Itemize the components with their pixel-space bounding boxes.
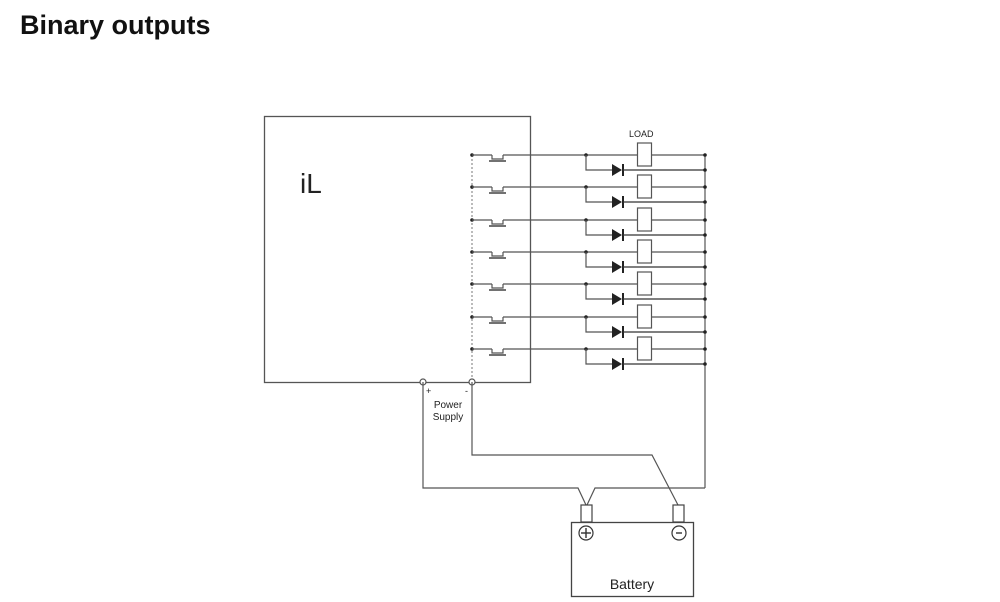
diode-wire bbox=[585, 155, 612, 171]
wire-plus-to-battery bbox=[422, 382, 587, 506]
rail-junction-dot bbox=[703, 330, 707, 334]
diode-wire bbox=[585, 317, 612, 333]
rail-junction-dot bbox=[703, 347, 707, 351]
diode-icon bbox=[612, 326, 622, 338]
il-device-box bbox=[263, 115, 532, 384]
output-transistor-icon bbox=[491, 252, 504, 257]
diode-icon bbox=[612, 261, 622, 273]
rail-junction-dot bbox=[703, 315, 707, 319]
diode-wire bbox=[585, 187, 612, 203]
rail-junction-dot bbox=[703, 297, 707, 301]
rail-junction-dot bbox=[703, 250, 707, 254]
wire-rail-to-battery-plus bbox=[586, 487, 705, 506]
load-icon bbox=[636, 304, 653, 329]
power-supply-label-line1: Power bbox=[434, 400, 463, 411]
power-plus-sign: + bbox=[426, 386, 431, 396]
battery-minus-icon bbox=[671, 525, 687, 541]
diode-wire bbox=[585, 220, 612, 236]
output-transistor-icon bbox=[491, 284, 504, 289]
output-transistor-icon bbox=[491, 317, 504, 322]
rail-junction-dot bbox=[703, 282, 707, 286]
diode-wire bbox=[585, 349, 612, 365]
diode-icon bbox=[612, 164, 622, 176]
rail-junction-dot bbox=[703, 200, 707, 204]
output-transistor-icon bbox=[491, 349, 504, 354]
battery-plus-post bbox=[580, 504, 593, 523]
rail-junction-dot bbox=[703, 185, 707, 189]
rail-junction-dot bbox=[703, 233, 707, 237]
load-icon bbox=[636, 142, 653, 167]
power-supply-label-line2: Supply bbox=[433, 412, 464, 423]
rail-junction-dot bbox=[703, 362, 707, 366]
output-transistor-icon bbox=[491, 187, 504, 192]
diode-wire bbox=[585, 252, 612, 268]
rail-junction-dot bbox=[703, 265, 707, 269]
battery-plus-icon bbox=[578, 525, 594, 541]
load-icon bbox=[636, 239, 653, 264]
load-icon bbox=[636, 207, 653, 232]
battery-label: Battery bbox=[610, 576, 654, 592]
il-device-label: iL bbox=[300, 168, 322, 199]
rail-junction-dot bbox=[703, 153, 707, 157]
diode-wire bbox=[585, 284, 612, 300]
diode-icon bbox=[612, 293, 622, 305]
load-label: LOAD bbox=[629, 129, 654, 139]
diode-icon bbox=[612, 229, 622, 241]
wire-minus-to-battery bbox=[471, 382, 679, 506]
battery-minus-post bbox=[672, 504, 685, 523]
power-minus-sign: - bbox=[465, 386, 468, 396]
load-icon bbox=[636, 174, 653, 199]
rail-junction-dot bbox=[703, 218, 707, 222]
diode-icon bbox=[612, 196, 622, 208]
rail-junction-dot bbox=[703, 168, 707, 172]
diode-icon bbox=[612, 358, 622, 370]
load-icon bbox=[636, 271, 653, 296]
page-title: Binary outputs bbox=[20, 10, 211, 40]
load-icon bbox=[636, 336, 653, 361]
battery-body bbox=[570, 521, 695, 598]
output-transistor-icon bbox=[491, 220, 504, 225]
output-transistor-icon bbox=[491, 155, 504, 160]
